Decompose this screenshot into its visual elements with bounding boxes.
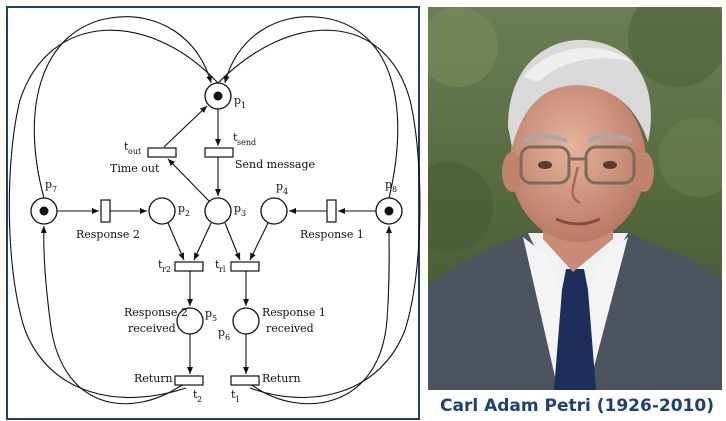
token-p1: [213, 91, 223, 101]
svg-text:p: p: [276, 180, 283, 193]
label-p4: p 4: [276, 180, 288, 196]
arc-p4-tr1: [249, 222, 269, 261]
label-return-left: Return: [134, 372, 173, 385]
svg-text:6: 6: [225, 333, 230, 342]
petri-net-diagram: p 1 p 2 p 3 p 4 p 5 p 6: [6, 6, 421, 420]
label-response2: Response 2: [76, 228, 140, 241]
svg-text:t: t: [233, 131, 238, 144]
transition-t-r1: [230, 261, 260, 272]
arc-tout-p1: [163, 105, 208, 148]
place-p4: [260, 197, 288, 225]
token-p8: [384, 206, 394, 216]
svg-text:r2: r2: [162, 265, 171, 274]
label-t-r1: t rl: [215, 258, 226, 274]
svg-text:p: p: [205, 307, 212, 320]
svg-text:t: t: [158, 258, 163, 271]
svg-text:p: p: [178, 202, 185, 215]
label-response2-received-b: received: [128, 322, 176, 335]
svg-text:p: p: [45, 178, 52, 191]
svg-text:7: 7: [52, 185, 57, 194]
label-return-right: Return: [262, 372, 301, 385]
diagram-border: [6, 6, 420, 420]
svg-text:p: p: [218, 326, 225, 339]
svg-text:Time out: Time out: [110, 162, 160, 175]
svg-text:1: 1: [235, 395, 240, 404]
transition-t1: [230, 375, 260, 386]
label-t-out: t out Time out: [110, 140, 160, 175]
label-p6: p 6: [218, 326, 230, 342]
arc-p2-tr2: [167, 222, 185, 261]
face: [510, 82, 646, 242]
svg-text:p: p: [385, 178, 392, 191]
label-response2-received-a: Response 2: [124, 306, 188, 319]
svg-text:Send message: Send message: [235, 158, 315, 171]
portrait-caption: Carl Adam Petri (1926-2010): [440, 396, 714, 416]
transition-t2: [174, 375, 204, 386]
svg-text:3: 3: [241, 209, 246, 218]
arc-t2-p7-return: [40, 225, 183, 405]
portrait-photo: [428, 7, 722, 390]
outer-right-curve: [217, 29, 421, 399]
label-response1-received-a: Response 1: [262, 306, 326, 319]
label-p3: p 3: [234, 202, 246, 218]
svg-text:4: 4: [283, 187, 288, 196]
svg-text:send: send: [237, 138, 256, 147]
label-p5: p 5: [205, 307, 217, 323]
place-p8: [375, 197, 403, 225]
label-t-send: t send Send message: [233, 131, 315, 171]
label-p1: p 1: [234, 94, 246, 110]
transition-t-out: [147, 147, 177, 158]
svg-text:5: 5: [212, 314, 217, 323]
label-response1-received-b: received: [266, 322, 314, 335]
svg-text:t: t: [193, 388, 198, 401]
label-response1: Response 1: [300, 228, 364, 241]
outer-left-curve: [8, 29, 219, 399]
place-p2: [148, 197, 176, 225]
svg-text:8: 8: [392, 185, 397, 194]
svg-text:2: 2: [185, 209, 190, 218]
arc-p3-tr2: [193, 222, 212, 261]
svg-text:p: p: [234, 94, 241, 107]
tie: [554, 269, 596, 390]
transition-t-r2: [174, 261, 204, 272]
arc-p3-tout: [167, 158, 210, 202]
label-t1: t 1: [231, 388, 240, 404]
transition-response2: [100, 199, 111, 223]
svg-text:out: out: [128, 147, 142, 156]
svg-text:t: t: [124, 140, 129, 153]
svg-text:2: 2: [197, 395, 202, 404]
svg-text:p: p: [234, 202, 241, 215]
arc-p3-tr1: [224, 222, 241, 261]
place-p6: [232, 307, 260, 335]
transition-response1: [326, 199, 337, 223]
label-p7: p 7: [45, 178, 57, 194]
arc-p7-p1-loop: [33, 16, 213, 199]
svg-text:1: 1: [241, 101, 246, 110]
token-p7: [39, 206, 49, 216]
label-t-r2: t r2: [158, 258, 171, 274]
glasses: [519, 145, 636, 185]
place-p1: [204, 82, 232, 110]
transition-t-send: [204, 147, 234, 158]
place-p3: [204, 197, 232, 225]
arc-p8-p1-loop: [223, 16, 399, 199]
svg-text:t: t: [215, 258, 220, 271]
svg-text:rl: rl: [219, 265, 226, 274]
arc-t1-p8-return: [251, 225, 393, 405]
label-p8: p 8: [385, 178, 397, 194]
label-p2: p 2: [178, 202, 190, 218]
svg-text:t: t: [231, 388, 236, 401]
label-t2: t 2: [193, 388, 202, 404]
place-p7: [30, 197, 58, 225]
